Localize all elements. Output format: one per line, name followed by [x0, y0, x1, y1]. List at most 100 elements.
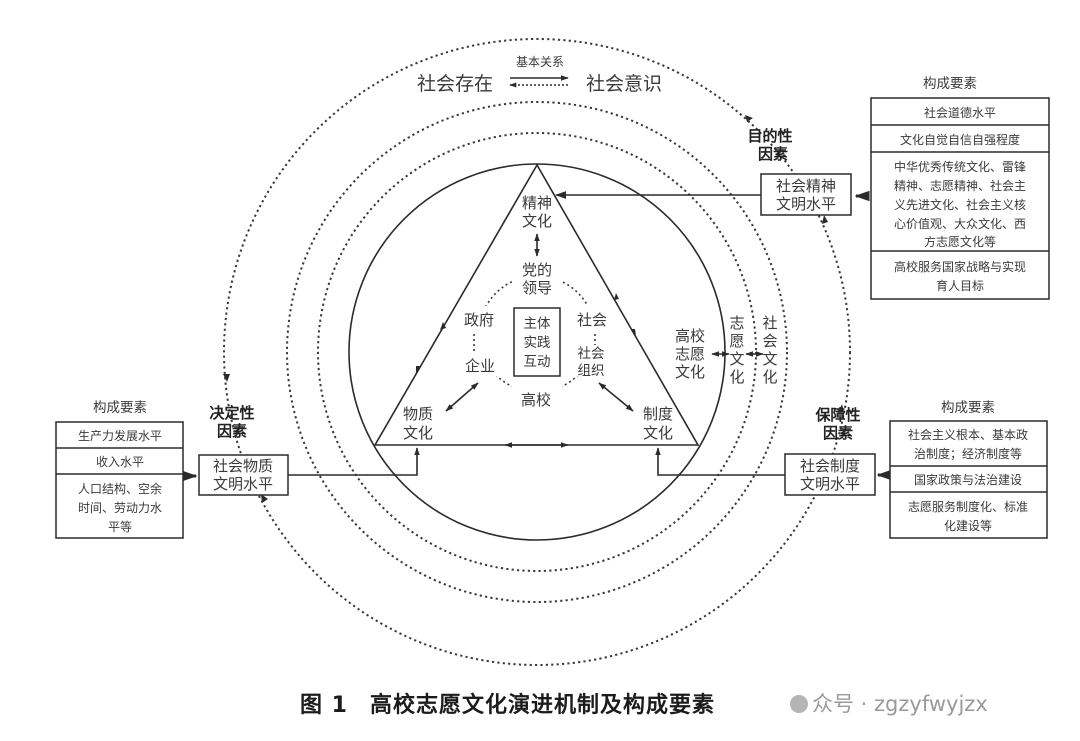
- society-culture-char3: 文: [762, 350, 777, 368]
- triangle-left-edge-arrow-down: [416, 366, 421, 373]
- actors-text-mask-left: [458, 306, 500, 376]
- volunteer-label-mask: [727, 312, 749, 388]
- social-org-line1: 社会: [578, 346, 605, 362]
- material-box-to-triangle-arrow: [288, 447, 420, 476]
- actors-text-mask-bottom: [512, 385, 562, 409]
- purpose-element-4-line2: 育人目标: [936, 278, 984, 293]
- decisive-element-1: 生产力发展水平: [78, 428, 162, 443]
- actors-text-mask-right: [572, 306, 616, 376]
- outer-ring-arrow-lower-left: [261, 494, 268, 503]
- outer-ring-arrow-left: [223, 374, 230, 382]
- party-leadership-line1: 党的: [522, 261, 552, 279]
- purpose-element-4-line1: 高校服务国家战略与实现: [894, 259, 1026, 274]
- core-box-line2: 实践: [524, 335, 552, 351]
- spiritual-civilization-line1: 社会精神: [776, 177, 836, 195]
- outer-ring-arrow-upper-right: [822, 215, 828, 224]
- decisive-factor-tag-line2: 因素: [217, 422, 247, 440]
- spiritual-civilization-line2: 文明水平: [776, 195, 836, 213]
- society-label: 社会: [577, 311, 607, 329]
- volunteer-culture-char2: 愿: [729, 332, 744, 350]
- university-volunteer-culture-line3: 文化: [675, 363, 705, 381]
- guarantee-element-3-line2: 化建设等: [944, 519, 992, 533]
- society-culture-label-mask: [760, 312, 782, 388]
- purpose-element-1: 社会道德水平: [924, 105, 996, 120]
- outer-ring-arrow-right: [838, 404, 844, 413]
- decisive-element-3-line3: 平等: [108, 520, 132, 534]
- purpose-elements-frame: [870, 97, 1050, 300]
- institutional-culture-line2: 文化: [643, 424, 673, 442]
- society-culture-char4: 化: [762, 368, 777, 386]
- figure-title: 高校志愿文化演进机制及构成要素: [369, 693, 715, 718]
- purpose-element-3-line1: 中华优秀传统文化、雷锋: [894, 159, 1026, 174]
- university-volunteer-culture-line1: 高校: [675, 327, 705, 345]
- guarantee-elements-frame: [889, 420, 1048, 539]
- institutional-box-to-triangle-arrow: [655, 447, 785, 476]
- purpose-element-2: 文化自觉自信自强程度: [900, 132, 1020, 147]
- purpose-elements-title: 构成要素: [923, 76, 977, 92]
- social-existence-label: 社会存在: [417, 73, 493, 95]
- figure-number: 图 1: [300, 693, 348, 718]
- institutional-to-center-arrow: [598, 382, 634, 412]
- university-actor-label: 高校: [521, 391, 551, 409]
- decisive-element-2: 收入水平: [96, 455, 144, 469]
- volunteer-culture-char1: 志: [729, 314, 744, 332]
- society-culture-ring: [286, 101, 788, 603]
- society-culture-char2: 会: [762, 332, 777, 350]
- purpose-element-3-line5: 方志愿文化等: [924, 234, 996, 249]
- institutional-civilization-line2: 文明水平: [800, 475, 860, 493]
- figure-caption: 图 1 高校志愿文化演进机制及构成要素: [300, 687, 715, 719]
- institutional-civilization-box: [784, 453, 876, 496]
- decisive-factor-tag-line1: 决定性: [209, 404, 254, 422]
- purpose-element-3-line2: 精神、志愿精神、社会主: [894, 178, 1026, 193]
- purpose-elements-table: 社会道德水平 文化自觉自信自强程度 中华优秀传统文化、雷锋 精神、志愿精神、社会…: [870, 97, 1050, 300]
- purpose-element-3-line4: 心价值观、大众文化、西: [894, 216, 1026, 231]
- decisive-elements-title: 构成要素: [93, 400, 147, 416]
- wechat-logo-icon: [790, 695, 808, 713]
- actors-text-mask-top: [512, 258, 562, 298]
- spiritual-culture-line1: 精神: [522, 194, 552, 212]
- guarantee-element-3-line1: 志愿服务制度化、标准: [908, 499, 1028, 514]
- volunteer-culture-char4: 化: [729, 368, 744, 386]
- guarantee-elements-table: 社会主义根本、基本政 治制度；经济制度等 国家政策与法治建设 志愿服务制度化、标…: [889, 420, 1048, 539]
- decisive-elements-table: 生产力发展水平 收入水平 人口结构、空余 时间、劳动力水 平等: [55, 421, 184, 539]
- social-consciousness-label: 社会意识: [586, 73, 662, 95]
- material-culture-line1: 物质: [403, 405, 433, 423]
- purpose-element-3-line3: 义先进文化、社会主义核: [894, 197, 1026, 212]
- outer-dotted-ring: [223, 38, 851, 666]
- triangle-right-edge-arrow-up: [614, 293, 619, 300]
- core-box-line1: 主体: [524, 316, 552, 332]
- guarantee-factor-tag-line2: 因素: [823, 424, 853, 442]
- material-culture-line2: 文化: [403, 424, 433, 442]
- spiritual-culture-line2: 文化: [522, 212, 552, 230]
- relation-label: 基本关系: [516, 55, 564, 69]
- outer-ring-arrow-top-right: [745, 115, 753, 122]
- decisive-element-3-line2: 时间、劳动力水: [78, 501, 162, 515]
- volunteer-culture-char3: 文: [729, 350, 744, 368]
- triangle-left-edge-arrow-up: [440, 322, 446, 330]
- institutional-civilization-line1: 社会制度: [800, 457, 860, 475]
- social-org-line2: 组织: [578, 363, 605, 379]
- core-interaction-box: [513, 307, 561, 377]
- spiritual-civilization-box: [760, 173, 852, 216]
- government-label: 政府: [464, 311, 494, 329]
- guarantee-element-2: 国家政策与法治建设: [914, 472, 1022, 487]
- guarantee-elements-title: 构成要素: [941, 400, 995, 416]
- decisive-elements-frame: [55, 421, 184, 539]
- watermark: 众号 · zgzyfwyjzx: [790, 688, 988, 718]
- material-civilization-line2: 文明水平: [213, 475, 273, 493]
- watermark-text: 众号 · zgzyfwyjzx: [812, 692, 988, 716]
- triangle-right-edge-arrow-down: [631, 329, 636, 336]
- material-to-center-arrow: [445, 382, 479, 412]
- institutional-culture-line1: 制度: [643, 405, 673, 423]
- university-volunteer-culture-line2: 志愿: [675, 345, 705, 363]
- guarantee-factor-tag-line1: 保障性: [814, 406, 860, 424]
- guarantee-element-1-line1: 社会主义根本、基本政: [908, 427, 1028, 442]
- material-civilization-line1: 社会物质: [213, 457, 273, 475]
- society-culture-char1: 社: [762, 314, 777, 332]
- party-leadership-line2: 领导: [522, 279, 552, 297]
- purpose-factor-tag-line2: 因素: [758, 145, 788, 163]
- purpose-factor-tag-line1: 目的性: [747, 127, 792, 145]
- guarantee-element-1-line2: 治制度；经济制度等: [914, 446, 1022, 461]
- core-box-line3: 互动: [524, 354, 551, 370]
